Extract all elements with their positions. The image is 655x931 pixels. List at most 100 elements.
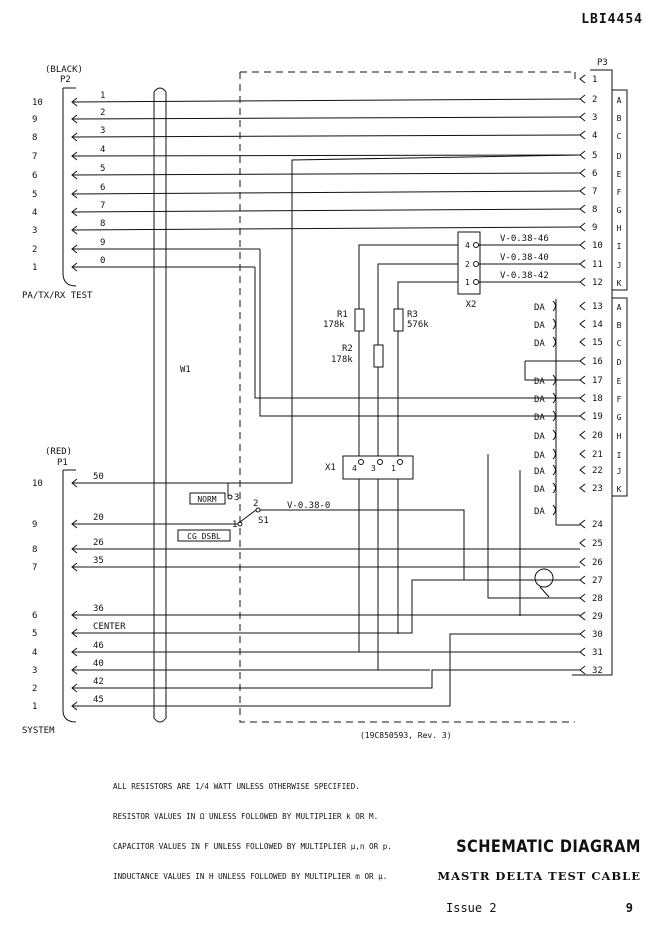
general-notes: ALL RESISTORS ARE 1/4 WATT UNLESS OTHERW…	[113, 762, 392, 902]
p3-letter: B	[617, 114, 622, 123]
p3-letter: I	[617, 242, 622, 251]
p3-pin-arrow	[579, 611, 586, 621]
x2-pin-circle	[473, 279, 479, 285]
x1-pin-number: 1	[391, 464, 396, 473]
p3-letter: H	[617, 432, 622, 441]
p1-pin-arrow	[71, 647, 78, 657]
p3-pin-number: 29	[592, 612, 603, 622]
voltage-label: V-0.38-42	[500, 271, 549, 281]
x2-pin-number: 4	[465, 241, 470, 250]
switch-norm-wire	[227, 154, 581, 497]
p1-color-label: (RED)	[45, 447, 72, 457]
p3-pin-number: 8	[592, 205, 597, 215]
p2-pin-number: 6	[32, 171, 37, 181]
p3-pin-number: 20	[592, 431, 603, 441]
p3-pin-number: 25	[592, 539, 603, 549]
p3-pin-arrow	[579, 393, 586, 403]
p2-pin-number: 8	[32, 133, 37, 143]
switch-pin-number: 3	[234, 493, 239, 503]
norm-box	[189, 492, 226, 505]
p3-pin-arrow	[579, 519, 586, 529]
p2-to-p3-wire	[71, 190, 581, 195]
p1-pin-number: 3	[32, 666, 37, 676]
resistor-r1-value: 178k	[323, 320, 345, 330]
p3-pin-arrow	[579, 301, 586, 311]
wire-9-route	[259, 249, 580, 417]
diode-da-label: DA	[534, 413, 545, 423]
p2-connector-body	[62, 88, 77, 287]
wire-number: 1	[100, 91, 105, 101]
p3-pin-number: 11	[592, 260, 603, 270]
note-line: RESISTOR VALUES IN Ω UNLESS FOLLOWED BY …	[113, 812, 379, 821]
p3-pin-arrow	[579, 94, 586, 104]
wire-number: CENTER	[93, 622, 126, 632]
x1-pin-circle	[397, 459, 403, 465]
diagram-title: SCHEMATIC DIAGRAM	[456, 837, 641, 857]
p3-letter: D	[617, 152, 622, 161]
p3-pin-number: 6	[592, 169, 597, 179]
p3-pin-number: 18	[592, 394, 603, 404]
p3-pin-arrow	[579, 411, 586, 421]
resistor-r3-value: 576k	[407, 320, 429, 330]
p3-pin-number: 16	[592, 357, 603, 367]
wire-number: 2	[100, 108, 105, 118]
wire-number: 3	[100, 126, 105, 136]
p3-pin-number: 14	[592, 320, 603, 330]
p3-pin-arrow	[579, 430, 586, 440]
p2-to-p3-wire	[71, 154, 581, 157]
p1-pin-arrow	[71, 665, 78, 675]
p3-pin-arrow	[579, 538, 586, 548]
p3-letter: C	[617, 339, 622, 348]
switch-pin-number: 2	[253, 499, 258, 509]
p3-pin-arrow	[579, 665, 586, 675]
diode-da-label: DA	[534, 432, 545, 442]
x1-to-p1-3	[72, 479, 379, 671]
p1-pin-number: 2	[32, 684, 37, 694]
switch-pin-number: 1	[232, 520, 237, 530]
resistor-r2-name: R2	[342, 344, 353, 354]
p3-pin-arrow	[579, 130, 586, 140]
wire-0-route	[254, 267, 580, 399]
p1-name-label: P1	[57, 458, 68, 468]
wire-number: 9	[100, 238, 105, 248]
p3-letter: J	[617, 261, 622, 270]
p3-letter: B	[617, 321, 622, 330]
p3-pin-number: 17	[592, 376, 603, 386]
p1-5-wire	[72, 579, 470, 634]
switch-cg-label: CG DSBL	[187, 532, 221, 541]
p2-to-p3-wire	[71, 226, 581, 231]
diode-da-label: DA	[534, 451, 545, 461]
p3-pin-arrow	[579, 259, 586, 269]
p1-pin-number: 9	[32, 520, 37, 530]
p3-pin-arrow	[579, 465, 586, 475]
p3-pin-number: 1	[592, 75, 597, 85]
p3-pin-arrow	[579, 557, 586, 567]
shield-left-dashed	[239, 72, 575, 723]
wire-number: 35	[93, 556, 104, 566]
p3-letter: G	[617, 413, 622, 422]
p3-pin-arrow	[579, 375, 586, 385]
p3-pin-number: 32	[592, 666, 603, 676]
p3-letter: A	[617, 303, 622, 312]
p3-pin-number: 12	[592, 278, 603, 288]
wire-number: 20	[93, 513, 104, 523]
p3-pin-arrow	[579, 575, 586, 585]
x2-label: X2	[466, 300, 477, 310]
p3-pin-arrow	[579, 168, 586, 178]
diode-symbol	[552, 300, 556, 312]
p1-pin-number: 7	[32, 563, 37, 573]
diode-da-label: DA	[534, 485, 545, 495]
wire-number: 5	[100, 164, 105, 174]
p3-pin-number: 7	[592, 187, 597, 197]
p3-pin-arrow	[579, 629, 586, 639]
x2-header-body	[457, 231, 481, 295]
p2-pin-number: 9	[32, 115, 37, 125]
p3-letter: C	[617, 132, 622, 141]
p3-pin-arrow	[579, 319, 586, 329]
p3-pin-arrow	[579, 240, 586, 250]
diode-symbol	[552, 336, 556, 348]
p3-pin-number: 24	[592, 520, 603, 530]
p3-pin-arrow	[579, 483, 586, 493]
p3-pin-arrow	[579, 593, 586, 603]
p3-pin-number: 27	[592, 576, 603, 586]
